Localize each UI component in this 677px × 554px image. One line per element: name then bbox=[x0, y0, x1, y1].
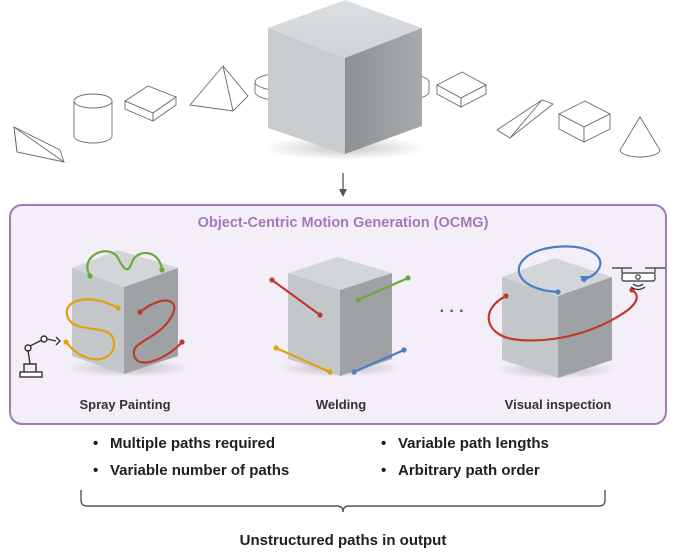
spray-paths bbox=[63, 250, 185, 364]
flat-box-shape-right bbox=[436, 71, 487, 108]
weld-line-green bbox=[356, 276, 410, 302]
cone-shape bbox=[619, 116, 661, 158]
wedge-shape-right bbox=[496, 99, 554, 139]
bullet-item: Variable path lengths bbox=[398, 435, 549, 452]
robot-arm-icon bbox=[19, 335, 61, 378]
spray-path-red bbox=[132, 299, 184, 364]
bullet-marker: • bbox=[93, 435, 98, 452]
bullet-item: Arbitrary path order bbox=[398, 462, 540, 479]
curly-brace bbox=[80, 490, 606, 513]
bullet-item: Multiple paths required bbox=[110, 435, 275, 452]
welding-cube bbox=[278, 257, 402, 377]
flat-box-shape bbox=[124, 85, 177, 122]
bullet-marker: • bbox=[381, 462, 386, 479]
task-label-visual-inspection: Visual inspection bbox=[505, 397, 612, 412]
pyramid-shape bbox=[189, 65, 249, 112]
task-label-welding: Welding bbox=[316, 397, 366, 412]
weld-line-blue bbox=[352, 348, 406, 374]
weld-line-yellow bbox=[274, 346, 332, 374]
welding-paths bbox=[269, 275, 411, 375]
inspection-paths bbox=[487, 245, 638, 342]
task-label-spray-painting: Spray Painting bbox=[79, 397, 170, 412]
hero-cube bbox=[263, 0, 427, 160]
bullet-marker: • bbox=[93, 462, 98, 479]
down-arrow-icon bbox=[339, 173, 347, 197]
ellipsis: · · · bbox=[440, 303, 465, 320]
inspection-path-blue bbox=[517, 245, 602, 294]
spray-path-green bbox=[86, 250, 164, 278]
weld-line-red bbox=[270, 278, 322, 317]
bullet-item: Variable number of paths bbox=[110, 462, 289, 479]
spray-path-yellow bbox=[64, 298, 120, 361]
cylinder-shape bbox=[73, 93, 113, 144]
bullet-list-right: • Variable path lengths • Arbitrary path… bbox=[381, 435, 549, 479]
wedge-shape-left bbox=[13, 126, 65, 163]
panel-title: Object-Centric Motion Generation (OCMG) bbox=[198, 215, 489, 231]
footer-caption: Unstructured paths in output bbox=[240, 532, 447, 549]
bullet-marker: • bbox=[381, 435, 386, 452]
bullet-list-left: • Multiple paths required • Variable num… bbox=[93, 435, 289, 479]
inspection-cube bbox=[494, 258, 618, 379]
drone-icon bbox=[612, 267, 665, 291]
box-shape-right bbox=[558, 100, 611, 143]
inspection-path-red bbox=[487, 288, 638, 342]
